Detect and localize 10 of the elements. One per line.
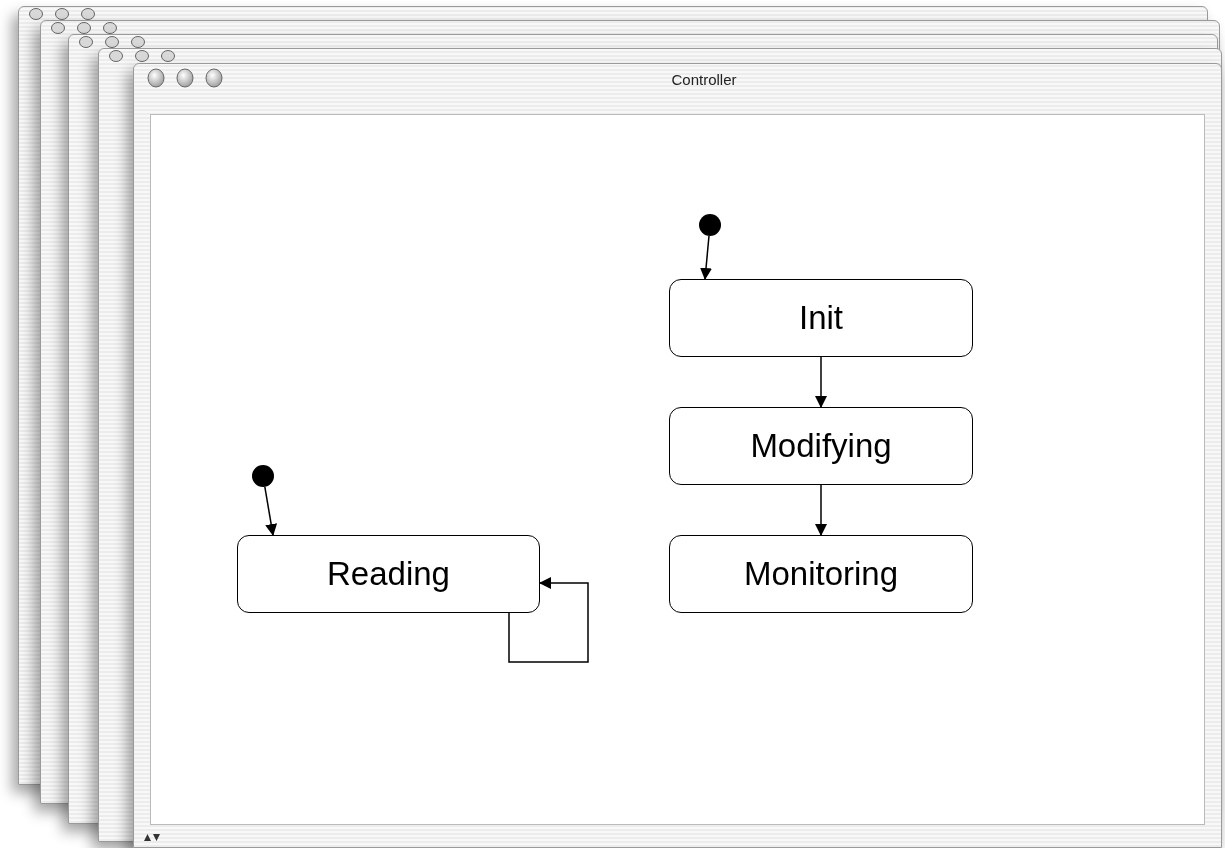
window-title: Controller bbox=[670, 70, 738, 90]
transition-arrow bbox=[264, 486, 278, 536]
state-box: Modifying bbox=[669, 407, 973, 485]
transition-arrow bbox=[700, 235, 712, 280]
transition-arrow bbox=[815, 484, 827, 536]
state-box: Reading bbox=[237, 535, 540, 613]
transition-arrow bbox=[508, 577, 589, 663]
transition-arrow bbox=[815, 356, 827, 408]
state-box: Monitoring bbox=[669, 535, 973, 613]
state-box: Init bbox=[669, 279, 973, 357]
